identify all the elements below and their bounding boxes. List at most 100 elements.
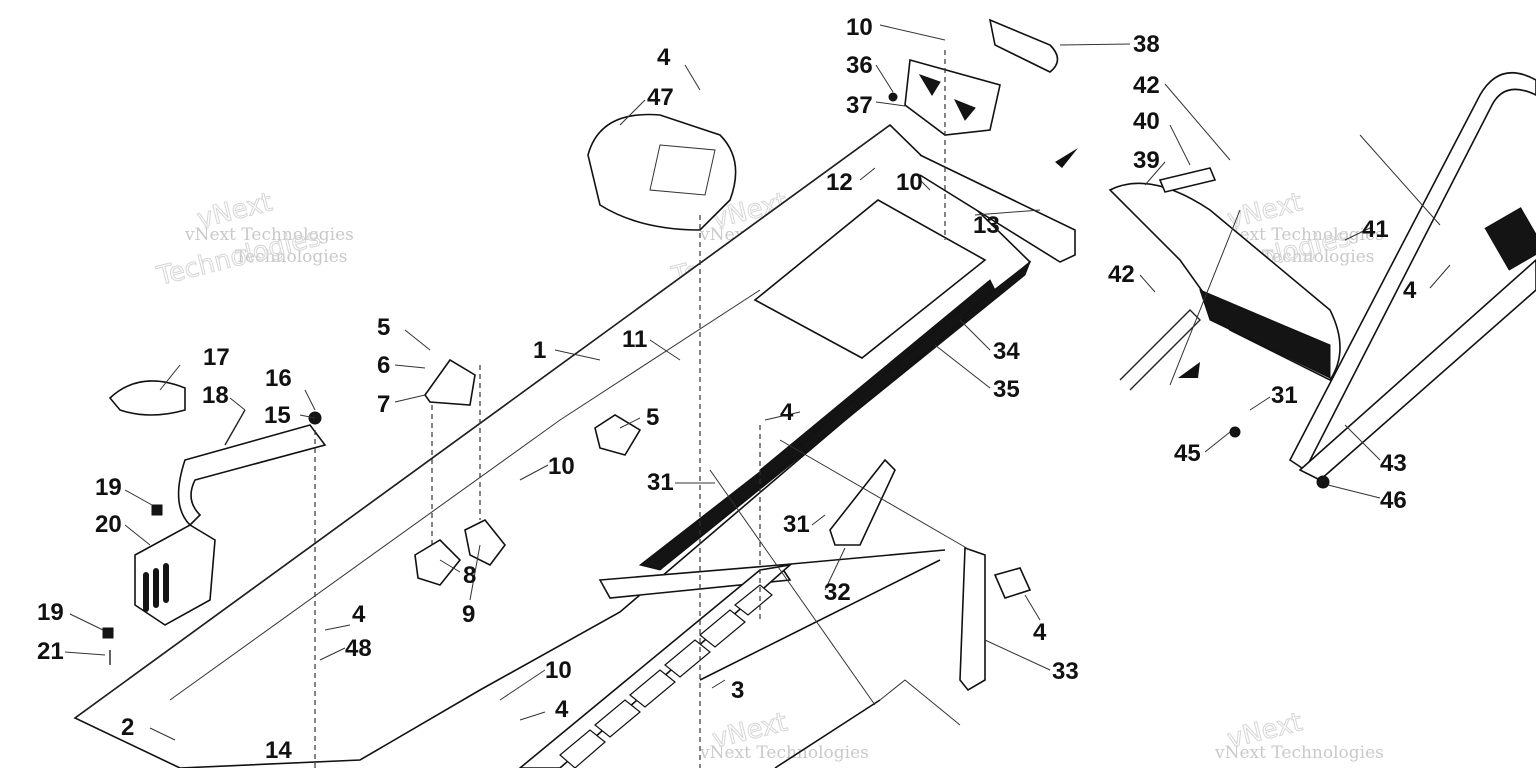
bracket-7 (424, 358, 476, 406)
tunnel-frame (73, 123, 1032, 768)
tail-light-assembly (904, 18, 1076, 263)
leader-line (934, 344, 991, 389)
callout-11: 11 (622, 326, 647, 353)
direction-arrow-icon (1178, 362, 1200, 378)
tunnel-side-rail (169, 289, 761, 701)
light-housing-37 (904, 58, 1001, 136)
callout-39: 39 (1133, 147, 1160, 174)
callout-18: 18 (202, 382, 229, 409)
callout-1: 1 (533, 337, 546, 364)
leader-line (1059, 43, 1131, 46)
leader-line (319, 647, 346, 661)
screw-36 (888, 92, 898, 102)
leader-line (519, 711, 546, 721)
callout-37: 37 (846, 92, 873, 119)
callout-47: 47 (647, 84, 674, 111)
callout-34: 34 (993, 338, 1020, 365)
board-cutout (734, 584, 773, 616)
light-housing-hole (953, 99, 976, 121)
nut-19 (151, 504, 163, 516)
leader-line (649, 339, 681, 361)
callout-35: 35 (993, 376, 1020, 403)
leader-line (974, 209, 1041, 216)
leader-line (711, 679, 726, 689)
seat-pad-shape (587, 113, 737, 231)
guide-line (879, 679, 961, 726)
callout-4: 4 (1033, 619, 1047, 646)
leader-line (919, 179, 931, 191)
leader-line (1429, 264, 1451, 289)
plate-8 (414, 538, 462, 586)
callout-9: 9 (462, 601, 475, 628)
leader-line (619, 99, 646, 126)
leader-line (859, 167, 876, 181)
running-board (518, 563, 793, 768)
light-housing-hole (918, 74, 941, 96)
leader-line (439, 559, 461, 573)
board-cutout (664, 639, 711, 678)
guide-line (1359, 134, 1441, 226)
callout-4: 4 (1403, 277, 1417, 304)
seat-pad (587, 113, 737, 231)
callout-12: 12 (826, 169, 853, 196)
flap-decal-39 (1158, 167, 1217, 193)
callout-33: 33 (1052, 658, 1079, 685)
bracket-vent (143, 572, 149, 612)
callout-5: 5 (646, 404, 659, 431)
callout-13: 13 (973, 212, 1000, 239)
callout-46: 46 (1380, 487, 1407, 514)
guide-line (709, 469, 876, 706)
leader-lines (64, 24, 1451, 741)
leader-line (1169, 124, 1191, 166)
leader-line (69, 613, 104, 631)
rear-bumper (1288, 71, 1536, 481)
leader-line (1344, 424, 1381, 461)
leader-line (469, 544, 481, 601)
callout-8: 8 (463, 562, 476, 589)
watermark-text: vNext Technologies (184, 225, 354, 245)
rail (779, 549, 946, 566)
guide-line (779, 439, 971, 551)
bumper-tube (1298, 258, 1536, 481)
leader-line (229, 397, 246, 411)
callout-6: 6 (377, 352, 390, 379)
callout-31: 31 (783, 511, 810, 538)
leader-line (304, 389, 316, 411)
leader-line (299, 414, 316, 419)
guide-lines (314, 50, 1441, 768)
rail-tube (774, 699, 881, 768)
bumper-bar (1288, 71, 1536, 472)
callout-41: 41 (1362, 216, 1389, 243)
leader-line (124, 524, 151, 546)
flap-bracket (1119, 309, 1201, 391)
direction-arrow-icon (1055, 148, 1078, 168)
leader-line (959, 319, 991, 351)
leader-line (1139, 274, 1156, 293)
callout-31: 31 (1271, 382, 1298, 409)
leader-line (619, 417, 641, 429)
bracket-vent (153, 568, 159, 608)
callout-48: 48 (345, 635, 372, 662)
watermark-text: vNext Technologies (1214, 225, 1384, 245)
leader-line (394, 394, 426, 403)
callout-5: 5 (377, 314, 390, 341)
board-cutout (629, 669, 676, 708)
board-cutout (699, 609, 746, 648)
callout-31: 31 (647, 469, 674, 496)
callout-36: 36 (846, 52, 873, 79)
leader-line (875, 64, 894, 93)
leader-line (554, 349, 601, 361)
leader-line (1327, 484, 1381, 499)
callout-42: 42 (1108, 261, 1135, 288)
snow-flap-assembly (1108, 167, 1341, 391)
callout-2: 2 (121, 714, 134, 741)
leader-line (824, 547, 846, 591)
callout-20: 20 (95, 511, 122, 538)
leader-line (1249, 396, 1271, 411)
watermark-text: vNext Technologies (699, 743, 869, 763)
mount-bracket-13 (919, 154, 1076, 263)
tunnel-bracket (598, 564, 792, 599)
bolt-45 (1229, 426, 1241, 438)
leader-line (1204, 431, 1231, 453)
